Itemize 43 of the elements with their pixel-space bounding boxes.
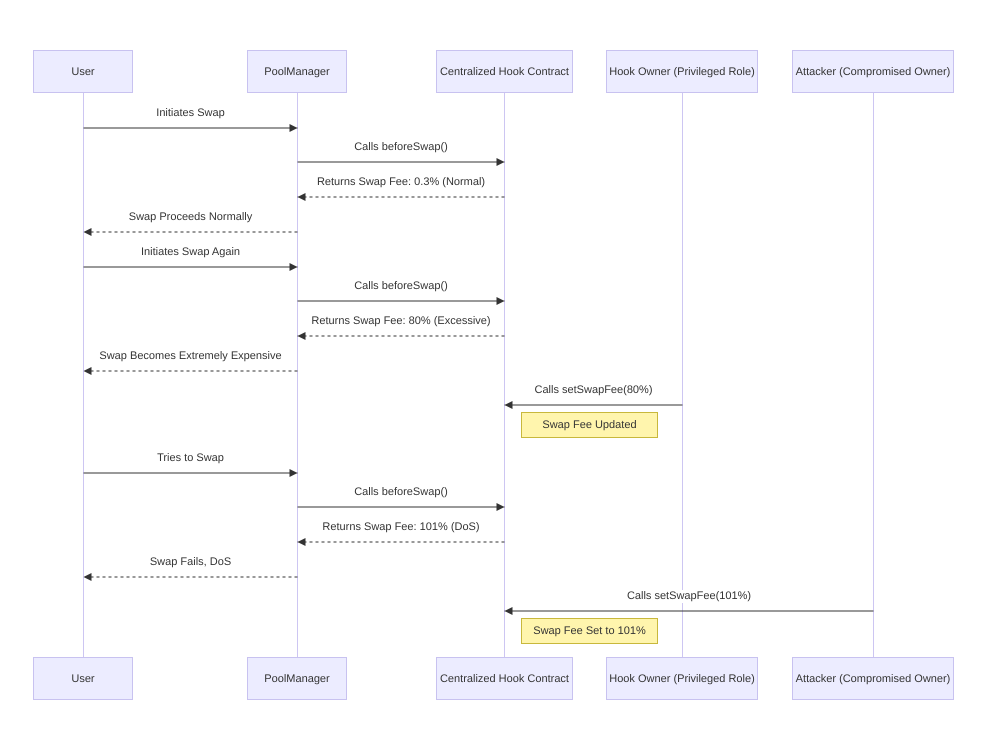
message-arrow bbox=[297, 193, 505, 201]
message-arrow bbox=[297, 297, 505, 305]
edge-label: Tries to Swap bbox=[155, 452, 226, 465]
participant-box: PoolManager bbox=[247, 657, 347, 700]
participant-box: Hook Owner (Privileged Role) bbox=[606, 50, 758, 93]
edge-label: Calls setSwapFee(101%) bbox=[624, 590, 754, 603]
edge-label: Swap Proceeds Normally bbox=[126, 211, 254, 224]
edge-label: Calls beforeSwap() bbox=[352, 280, 450, 293]
note-box: Swap Fee Updated bbox=[521, 412, 658, 438]
edge-label: Calls beforeSwap() bbox=[352, 141, 450, 154]
edge-label: Initiates Swap bbox=[154, 107, 227, 120]
participant-box: PoolManager bbox=[247, 50, 347, 93]
message-arrow bbox=[297, 503, 505, 511]
message-arrow bbox=[83, 228, 298, 236]
edge-label: Calls beforeSwap() bbox=[352, 486, 450, 499]
edge-label: Swap Fails, DoS bbox=[148, 556, 234, 569]
edge-label: Calls setSwapFee(80%) bbox=[532, 384, 654, 397]
lifeline bbox=[82, 93, 85, 657]
message-arrow bbox=[297, 158, 505, 166]
participant-box: Attacker (Compromised Owner) bbox=[792, 657, 954, 700]
message-arrow bbox=[504, 401, 683, 409]
message-arrow bbox=[504, 607, 874, 615]
message-arrow bbox=[297, 538, 505, 546]
participant-box: Centralized Hook Contract bbox=[436, 50, 573, 93]
message-arrow bbox=[83, 367, 298, 375]
lifeline bbox=[296, 93, 299, 657]
lifeline bbox=[872, 93, 875, 657]
edge-label: Returns Swap Fee: 101% (DoS) bbox=[320, 521, 482, 534]
message-arrow bbox=[83, 469, 298, 477]
edge-label: Swap Becomes Extremely Expensive bbox=[97, 350, 284, 363]
edge-label: Returns Swap Fee: 0.3% (Normal) bbox=[314, 176, 488, 189]
edge-label: Returns Swap Fee: 80% (Excessive) bbox=[309, 315, 493, 328]
lifeline bbox=[503, 93, 506, 657]
message-arrow bbox=[83, 573, 298, 581]
message-arrow bbox=[83, 124, 298, 132]
note-box: Swap Fee Set to 101% bbox=[521, 618, 658, 644]
message-arrow bbox=[83, 263, 298, 271]
participant-box: Attacker (Compromised Owner) bbox=[792, 50, 954, 93]
participant-box: Hook Owner (Privileged Role) bbox=[606, 657, 758, 700]
message-arrow bbox=[297, 332, 505, 340]
participant-box: Centralized Hook Contract bbox=[436, 657, 573, 700]
participant-box: User bbox=[33, 50, 133, 93]
participant-box: User bbox=[33, 657, 133, 700]
